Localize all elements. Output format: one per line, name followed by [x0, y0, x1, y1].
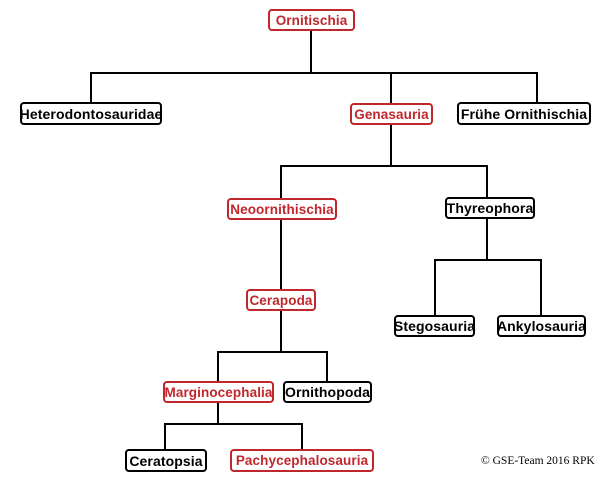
node-ceratopsia: Ceratopsia [125, 449, 207, 472]
node-stegosauria: Stegosauria [394, 315, 475, 337]
node-heterodontosauridae: Heterodontosauridae [20, 102, 162, 125]
node-pachycephalosauria: Pachycephalosauria [230, 449, 374, 472]
node-ornithopoda: Ornithopoda [283, 381, 372, 403]
copyright-credit: © GSE-Team 2016 RPK [481, 455, 595, 467]
node-fruehe-ornithischia: Frühe Ornithischia [457, 102, 591, 125]
node-ankylosauria: Ankylosauria [497, 315, 586, 337]
node-ornitischia: Ornitischia [268, 9, 355, 31]
node-thyreophora: Thyreophora [445, 197, 535, 219]
node-neoornithischia: Neoornithischia [227, 198, 337, 220]
node-genasauria: Genasauria [350, 103, 433, 125]
node-marginocephalia: Marginocephalia [163, 381, 274, 403]
node-cerapoda: Cerapoda [246, 289, 316, 311]
